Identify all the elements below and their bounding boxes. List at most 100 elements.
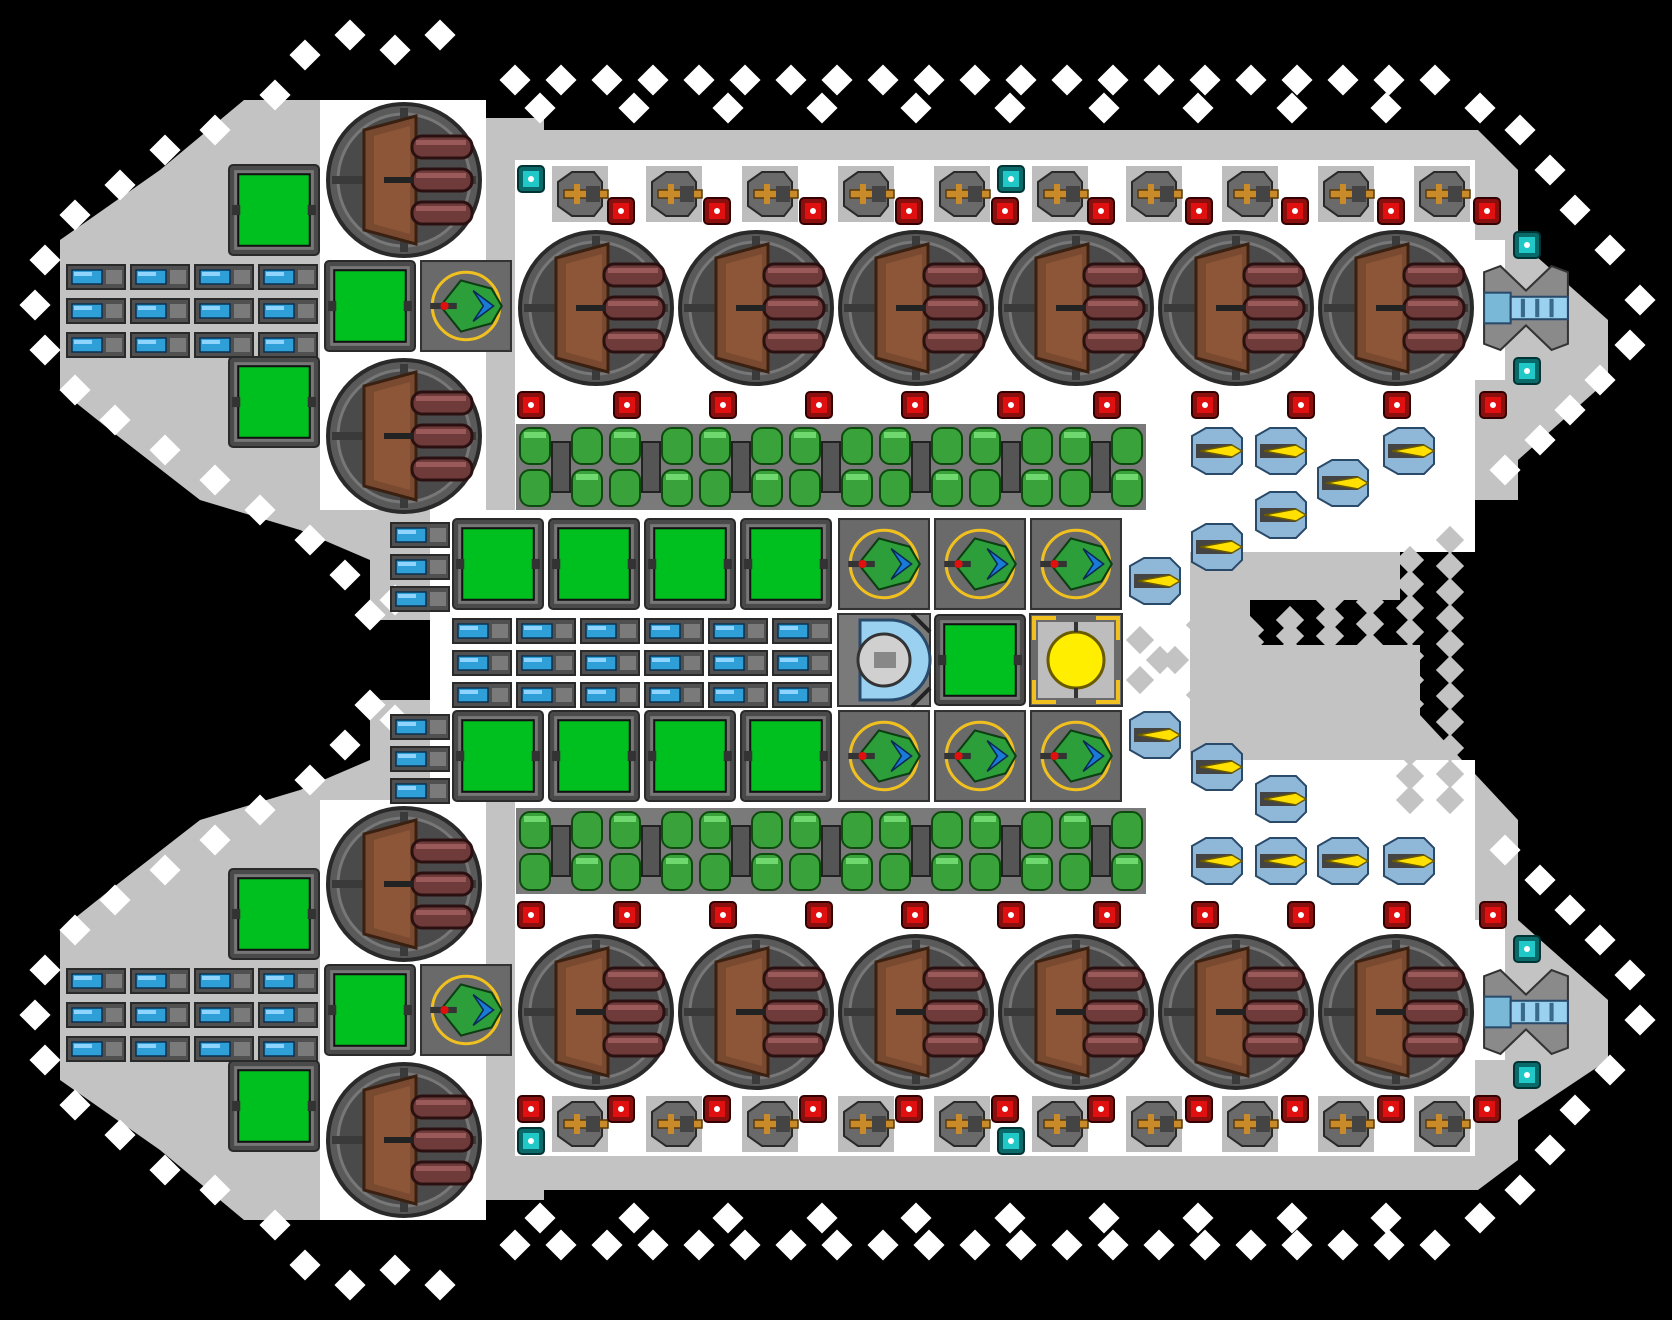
thruster-pod[interactable] <box>1255 775 1307 823</box>
shield-generator[interactable] <box>934 518 1026 610</box>
armor-plate <box>1584 364 1616 396</box>
command-bridge[interactable] <box>837 612 932 708</box>
thruster-pod[interactable] <box>1129 711 1181 759</box>
missile-turret[interactable] <box>838 934 994 1090</box>
armor-plate <box>1504 1174 1536 1206</box>
cargo-bay[interactable] <box>934 614 1026 706</box>
cargo-bay[interactable] <box>452 710 544 802</box>
fuel-tank <box>696 806 786 896</box>
missile-turret[interactable] <box>326 806 482 962</box>
shield-generator[interactable] <box>934 710 1026 802</box>
missile-turret[interactable] <box>678 934 834 1090</box>
cargo-bay[interactable] <box>228 164 320 256</box>
railgun-mount[interactable] <box>1413 1095 1471 1153</box>
railgun-mount[interactable] <box>1031 165 1089 223</box>
armor-plate <box>1435 785 1465 815</box>
railgun-mount[interactable] <box>1031 1095 1089 1153</box>
railgun-mount[interactable] <box>837 1095 895 1153</box>
shield-generator[interactable] <box>420 260 512 352</box>
cargo-bay[interactable] <box>740 518 832 610</box>
shield-generator[interactable] <box>1030 518 1122 610</box>
missile-turret[interactable] <box>326 358 482 514</box>
missile-turret[interactable] <box>326 102 482 258</box>
thruster-pod[interactable] <box>1383 427 1435 475</box>
thruster-pod[interactable] <box>1129 557 1181 605</box>
armor-plate <box>1559 1094 1591 1126</box>
armor-plate <box>379 1254 411 1286</box>
reactor-core[interactable] <box>1029 613 1123 707</box>
cargo-bay[interactable] <box>228 356 320 448</box>
railgun-mount[interactable] <box>1221 1095 1279 1153</box>
armor-plate <box>1327 64 1359 96</box>
missile-turret[interactable] <box>998 934 1154 1090</box>
railgun-mount[interactable] <box>551 1095 609 1153</box>
thruster-pod[interactable] <box>1191 837 1243 885</box>
railgun-mount[interactable] <box>1125 1095 1183 1153</box>
railgun-mount[interactable] <box>1317 1095 1375 1153</box>
battery-cell <box>390 714 450 740</box>
missile-turret[interactable] <box>326 1062 482 1218</box>
armor-plate <box>959 1229 991 1261</box>
thruster-pod[interactable] <box>1255 837 1307 885</box>
missile-turret[interactable] <box>518 934 674 1090</box>
thruster-pod[interactable] <box>1255 491 1307 539</box>
railgun-mount[interactable] <box>741 165 799 223</box>
armor-plate <box>1088 1202 1120 1234</box>
armor-plate <box>1051 1229 1083 1261</box>
armor-plate <box>1395 689 1425 719</box>
cargo-bay[interactable] <box>324 260 416 352</box>
thruster-pod[interactable] <box>1191 523 1243 571</box>
missile-turret[interactable] <box>678 230 834 386</box>
railgun-mount[interactable] <box>1125 165 1183 223</box>
armor-plate <box>1395 569 1425 599</box>
cargo-bay[interactable] <box>548 518 640 610</box>
thruster-pod[interactable] <box>1317 459 1369 507</box>
railgun-mount[interactable] <box>551 165 609 223</box>
missile-turret[interactable] <box>998 230 1154 386</box>
railgun-mount[interactable] <box>1221 165 1279 223</box>
thruster-pod[interactable] <box>1383 837 1435 885</box>
railgun-mount[interactable] <box>837 165 895 223</box>
cargo-bay[interactable] <box>644 518 736 610</box>
shield-generator[interactable] <box>1030 710 1122 802</box>
armor-plate <box>259 1209 291 1241</box>
missile-turret[interactable] <box>1318 230 1474 386</box>
cargo-bay[interactable] <box>228 1060 320 1152</box>
thruster-pod[interactable] <box>1191 743 1243 791</box>
railgun-mount[interactable] <box>933 1095 991 1153</box>
cargo-bay[interactable] <box>452 518 544 610</box>
thruster-pod[interactable] <box>1317 837 1369 885</box>
railgun-mount[interactable] <box>645 1095 703 1153</box>
railgun-mount[interactable] <box>1317 165 1375 223</box>
missile-turret[interactable] <box>1158 230 1314 386</box>
cargo-bay[interactable] <box>548 710 640 802</box>
railgun-mount[interactable] <box>933 165 991 223</box>
cargo-bay[interactable] <box>740 710 832 802</box>
armor-plate <box>1395 593 1425 623</box>
cargo-bay[interactable] <box>228 868 320 960</box>
armor-plate <box>1097 1229 1129 1261</box>
cargo-bay[interactable] <box>324 964 416 1056</box>
shield-generator[interactable] <box>420 964 512 1056</box>
thruster-pod[interactable] <box>1191 427 1243 475</box>
thruster-pod[interactable] <box>1255 427 1307 475</box>
armor-plate <box>1435 681 1465 711</box>
battery-cell <box>580 618 640 644</box>
warning-light <box>1473 197 1501 225</box>
shield-generator[interactable] <box>838 710 930 802</box>
missile-turret[interactable] <box>1318 934 1474 1090</box>
railgun-mount[interactable] <box>645 165 703 223</box>
missile-turret[interactable] <box>838 230 994 386</box>
armor-plate <box>1125 665 1155 695</box>
battery-cell <box>130 968 190 994</box>
shield-generator[interactable] <box>838 518 930 610</box>
missile-turret[interactable] <box>1158 934 1314 1090</box>
railgun-mount[interactable] <box>1413 165 1471 223</box>
railgun-mount[interactable] <box>741 1095 799 1153</box>
warning-light <box>1093 391 1121 419</box>
cargo-bay[interactable] <box>644 710 736 802</box>
missile-turret[interactable] <box>518 230 674 386</box>
battery-cell <box>390 586 450 612</box>
warning-light <box>1093 901 1121 929</box>
armor-plate <box>1355 631 1385 661</box>
